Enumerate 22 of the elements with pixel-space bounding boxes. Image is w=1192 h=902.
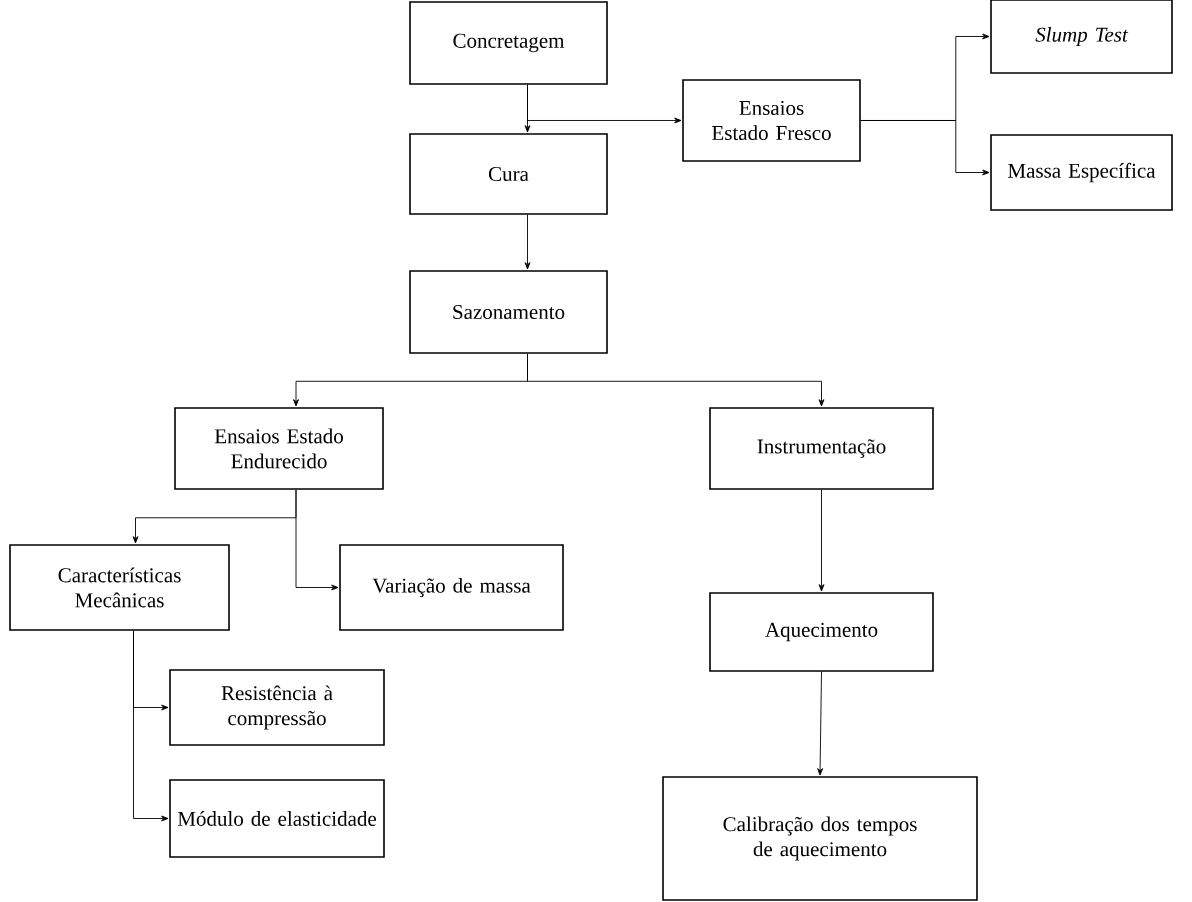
arrow — [818, 489, 825, 592]
process-box: Sazonamento — [409, 270, 608, 354]
process-box: Cura — [409, 133, 608, 215]
process-box: Resistência à compressão — [169, 669, 385, 746]
arrow — [817, 671, 824, 776]
arrow — [524, 214, 531, 270]
process-box: Ensaios Estado Fresco — [682, 79, 861, 162]
process-box: Ensaios Estado Endurecido — [174, 407, 384, 490]
process-box: Instrumentação — [709, 407, 934, 490]
arrow — [295, 489, 339, 591]
process-box: Características Mecânicas — [9, 544, 230, 631]
process-box: Slump Test — [990, 0, 1173, 74]
process-box: Calibração dos tempos de aquecimento — [662, 776, 978, 901]
process-box: Massa Específica — [990, 134, 1173, 211]
process-box: Aquecimento — [709, 592, 934, 672]
process-box: Variação de massa — [339, 544, 564, 631]
arrow — [133, 630, 169, 822]
process-box: Concretagem — [409, 1, 608, 85]
arrow — [527, 353, 825, 407]
arrow — [527, 84, 682, 124]
arrow — [860, 120, 990, 176]
process-box: Módulo de elasticidade — [169, 779, 385, 858]
